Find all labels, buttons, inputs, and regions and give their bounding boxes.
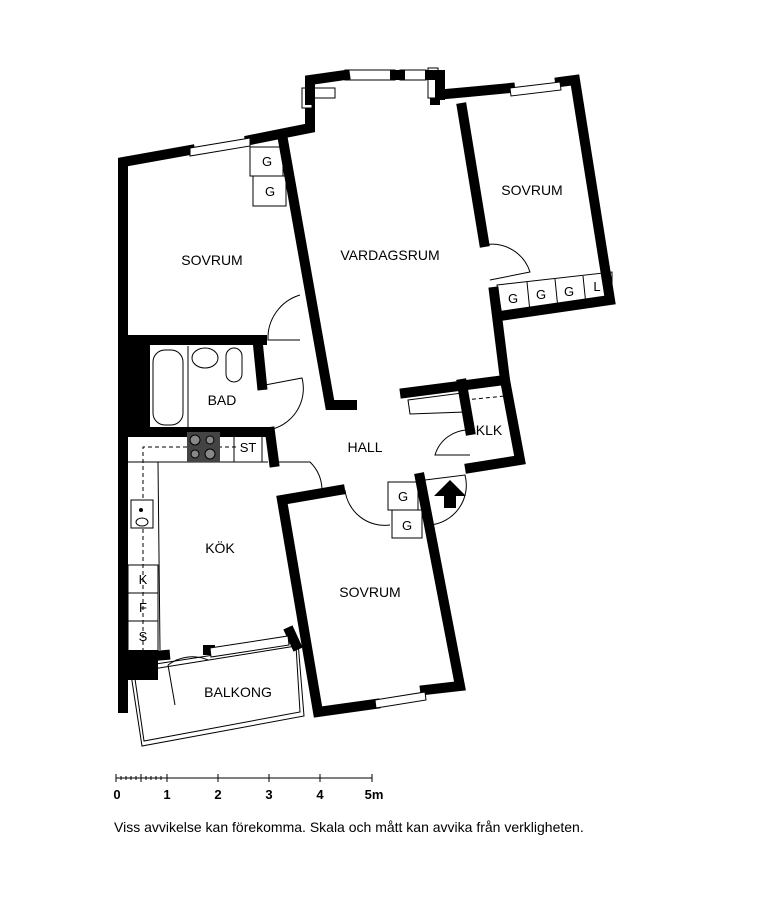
room-label-balkong: BALKONG bbox=[204, 684, 272, 700]
room-label-bad: BAD bbox=[208, 392, 237, 408]
room-label-sovrum-right: SOVRUM bbox=[501, 182, 562, 198]
bathtub-icon bbox=[152, 349, 184, 426]
wardrobe-label: G bbox=[265, 184, 275, 199]
wardrobe-label: G bbox=[262, 154, 272, 169]
room-label-vardagsrum: VARDAGSRUM bbox=[340, 247, 439, 263]
freezer-label: F bbox=[139, 600, 147, 615]
wardrobe-label: G bbox=[398, 489, 408, 504]
walls bbox=[118, 74, 616, 718]
scale-bar: 0 1 2 3 4 5m bbox=[113, 774, 383, 802]
windows bbox=[189, 67, 562, 709]
scale-tick-label: 0 bbox=[113, 787, 120, 802]
disclaimer-text: Viss avvikelse kan förekomma. Skala och … bbox=[114, 819, 584, 835]
scale-tick-label: 4 bbox=[316, 787, 324, 802]
wardrobe-label: G bbox=[564, 284, 574, 299]
room-label-sovrum-left: SOVRUM bbox=[181, 252, 242, 268]
kitchen-fixtures bbox=[127, 432, 268, 652]
wardrobes bbox=[249, 146, 613, 539]
storage-label: ST bbox=[240, 440, 257, 455]
door-swings bbox=[167, 243, 531, 706]
room-label-hall: HALL bbox=[347, 439, 382, 455]
room-label-klk: KLK bbox=[476, 422, 503, 438]
bathroom-fixtures bbox=[152, 346, 243, 428]
scale-tick-label: 2 bbox=[214, 787, 221, 802]
scale-tick-label: 1 bbox=[163, 787, 170, 802]
room-label-kok: KÖK bbox=[205, 539, 235, 556]
entrance-arrow-icon bbox=[434, 480, 466, 508]
room-label-sovrum-bottom: SOVRUM bbox=[339, 584, 400, 600]
kitchen-sink-icon bbox=[130, 499, 154, 529]
scale-tick-label: 5m bbox=[365, 787, 384, 802]
cabinet-label: S bbox=[139, 629, 148, 644]
wardrobe-label: G bbox=[402, 518, 412, 533]
fridge-label: K bbox=[139, 572, 148, 587]
toilet-icon bbox=[225, 347, 243, 383]
sink-icon bbox=[191, 347, 219, 369]
scale-tick-label: 3 bbox=[265, 787, 272, 802]
wardrobe-label: G bbox=[508, 291, 518, 306]
linen-closet-label: L bbox=[593, 279, 600, 294]
wardrobe-label: G bbox=[536, 287, 546, 302]
